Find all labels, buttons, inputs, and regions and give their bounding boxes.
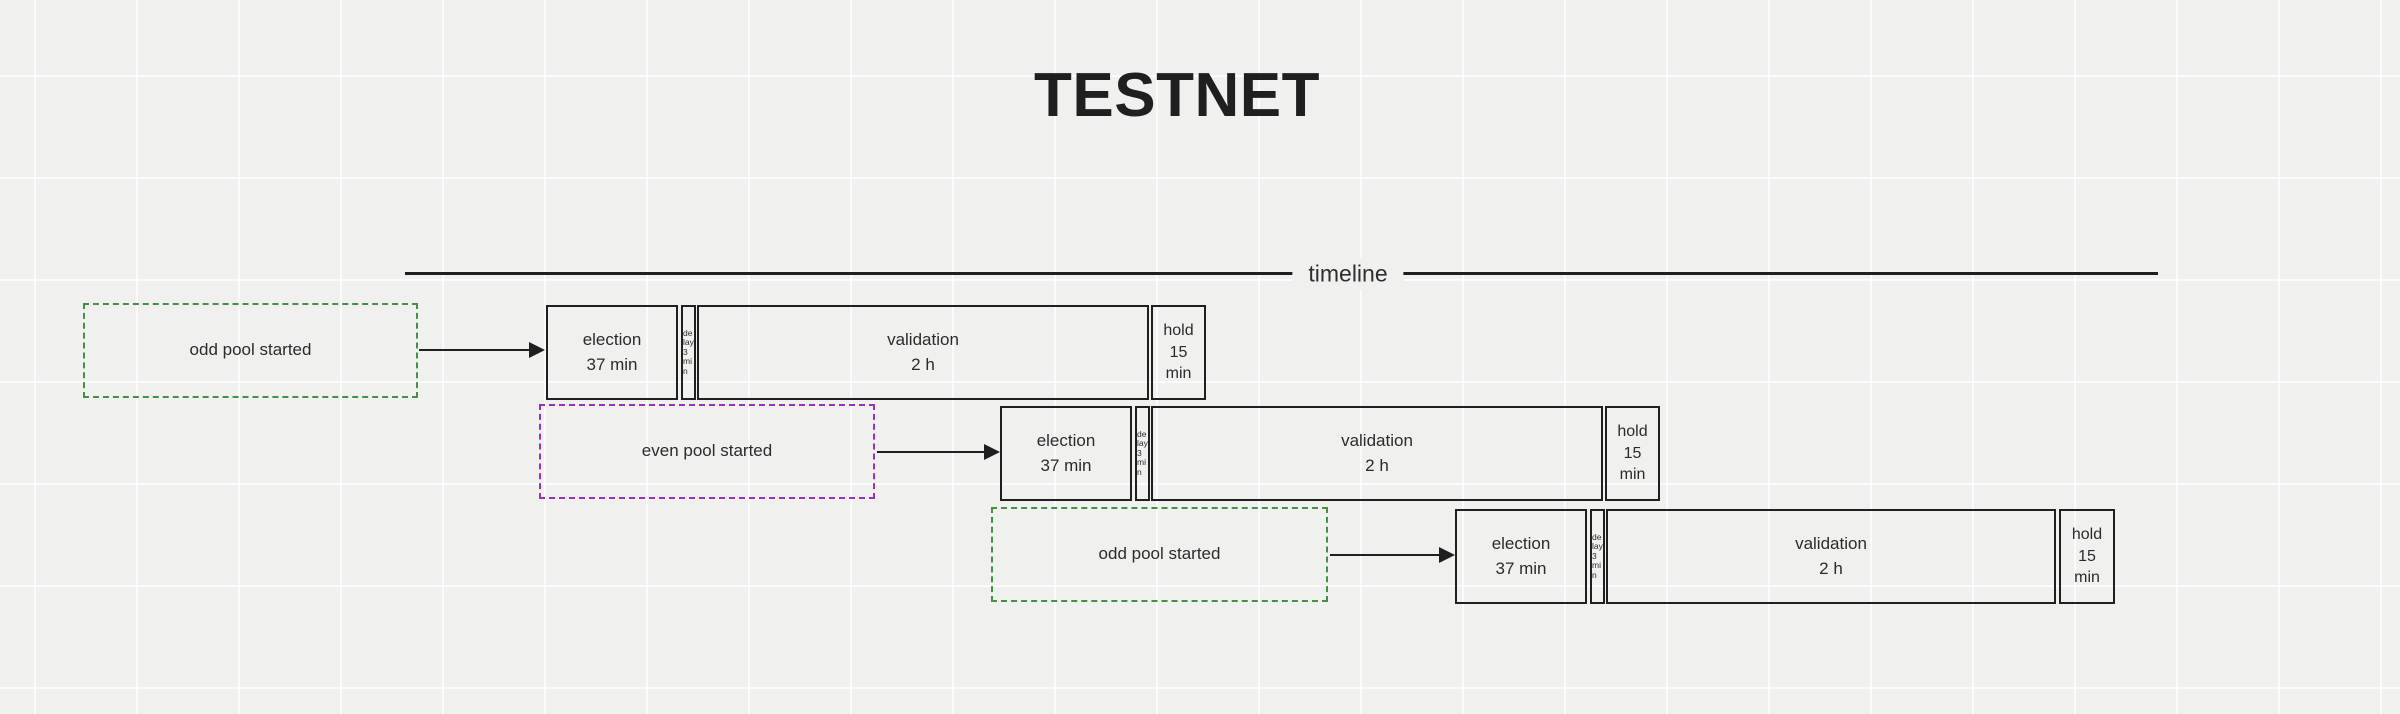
delay-box[interactable]: delay 3 min bbox=[1135, 406, 1150, 501]
hold-duration: 15 bbox=[2078, 547, 2096, 565]
trigger-box-odd-pool-1[interactable]: odd pool started bbox=[83, 303, 418, 398]
election-box[interactable]: election 37 min bbox=[1000, 406, 1132, 501]
flow-arrow[interactable] bbox=[877, 443, 1000, 460]
hold-duration-unit: min bbox=[1165, 365, 1192, 383]
election-duration: 37 min bbox=[1040, 455, 1092, 475]
hold-label: hold bbox=[2071, 526, 2103, 544]
trigger-box-even-pool[interactable]: even pool started bbox=[539, 404, 875, 499]
validation-box[interactable]: validation 2 h bbox=[1151, 406, 1603, 501]
hold-duration: 15 bbox=[1623, 444, 1642, 462]
election-duration: 37 min bbox=[586, 354, 638, 374]
hold-label: hold bbox=[1617, 423, 1648, 441]
trigger-label: odd pool started bbox=[189, 340, 312, 360]
election-label: election bbox=[582, 329, 642, 349]
flow-arrow[interactable] bbox=[1330, 546, 1455, 563]
trigger-box-odd-pool-2[interactable]: odd pool started bbox=[991, 507, 1328, 602]
delay-label: delay 3 min bbox=[1137, 428, 1148, 477]
validation-duration: 2 h bbox=[1365, 455, 1389, 475]
trigger-label: even pool started bbox=[641, 441, 773, 461]
timeline-line[interactable] bbox=[405, 272, 2158, 275]
flow-arrow[interactable] bbox=[419, 341, 545, 358]
diagram-title: TESTNET bbox=[1034, 61, 1320, 130]
timeline-label: timeline bbox=[1292, 258, 1404, 290]
validation-label: validation bbox=[1795, 533, 1867, 553]
election-box[interactable]: election 37 min bbox=[1455, 509, 1587, 604]
hold-box[interactable]: hold 15 min bbox=[1605, 406, 1660, 501]
validation-box[interactable]: validation 2 h bbox=[697, 305, 1149, 400]
delay-label: delay 3 min bbox=[1592, 531, 1603, 580]
hold-duration: 15 bbox=[1169, 343, 1188, 361]
trigger-label: odd pool started bbox=[1098, 544, 1221, 564]
election-label: election bbox=[1036, 430, 1096, 450]
election-box[interactable]: election 37 min bbox=[546, 305, 678, 400]
delay-label: delay 3 min bbox=[683, 327, 694, 376]
validation-duration: 2 h bbox=[1819, 558, 1843, 578]
validation-duration: 2 h bbox=[911, 354, 935, 374]
hold-duration-unit: min bbox=[1619, 466, 1646, 484]
validation-box[interactable]: validation 2 h bbox=[1606, 509, 2056, 604]
delay-box[interactable]: delay 3 min bbox=[1590, 509, 1605, 604]
election-duration: 37 min bbox=[1495, 558, 1547, 578]
validation-label: validation bbox=[887, 329, 959, 349]
election-label: election bbox=[1491, 533, 1551, 553]
hold-label: hold bbox=[1163, 322, 1194, 340]
delay-box[interactable]: delay 3 min bbox=[681, 305, 696, 400]
validation-label: validation bbox=[1341, 430, 1413, 450]
hold-duration-unit: min bbox=[2074, 569, 2100, 587]
hold-box[interactable]: hold 15 min bbox=[2059, 509, 2115, 604]
hold-box[interactable]: hold 15 min bbox=[1151, 305, 1206, 400]
